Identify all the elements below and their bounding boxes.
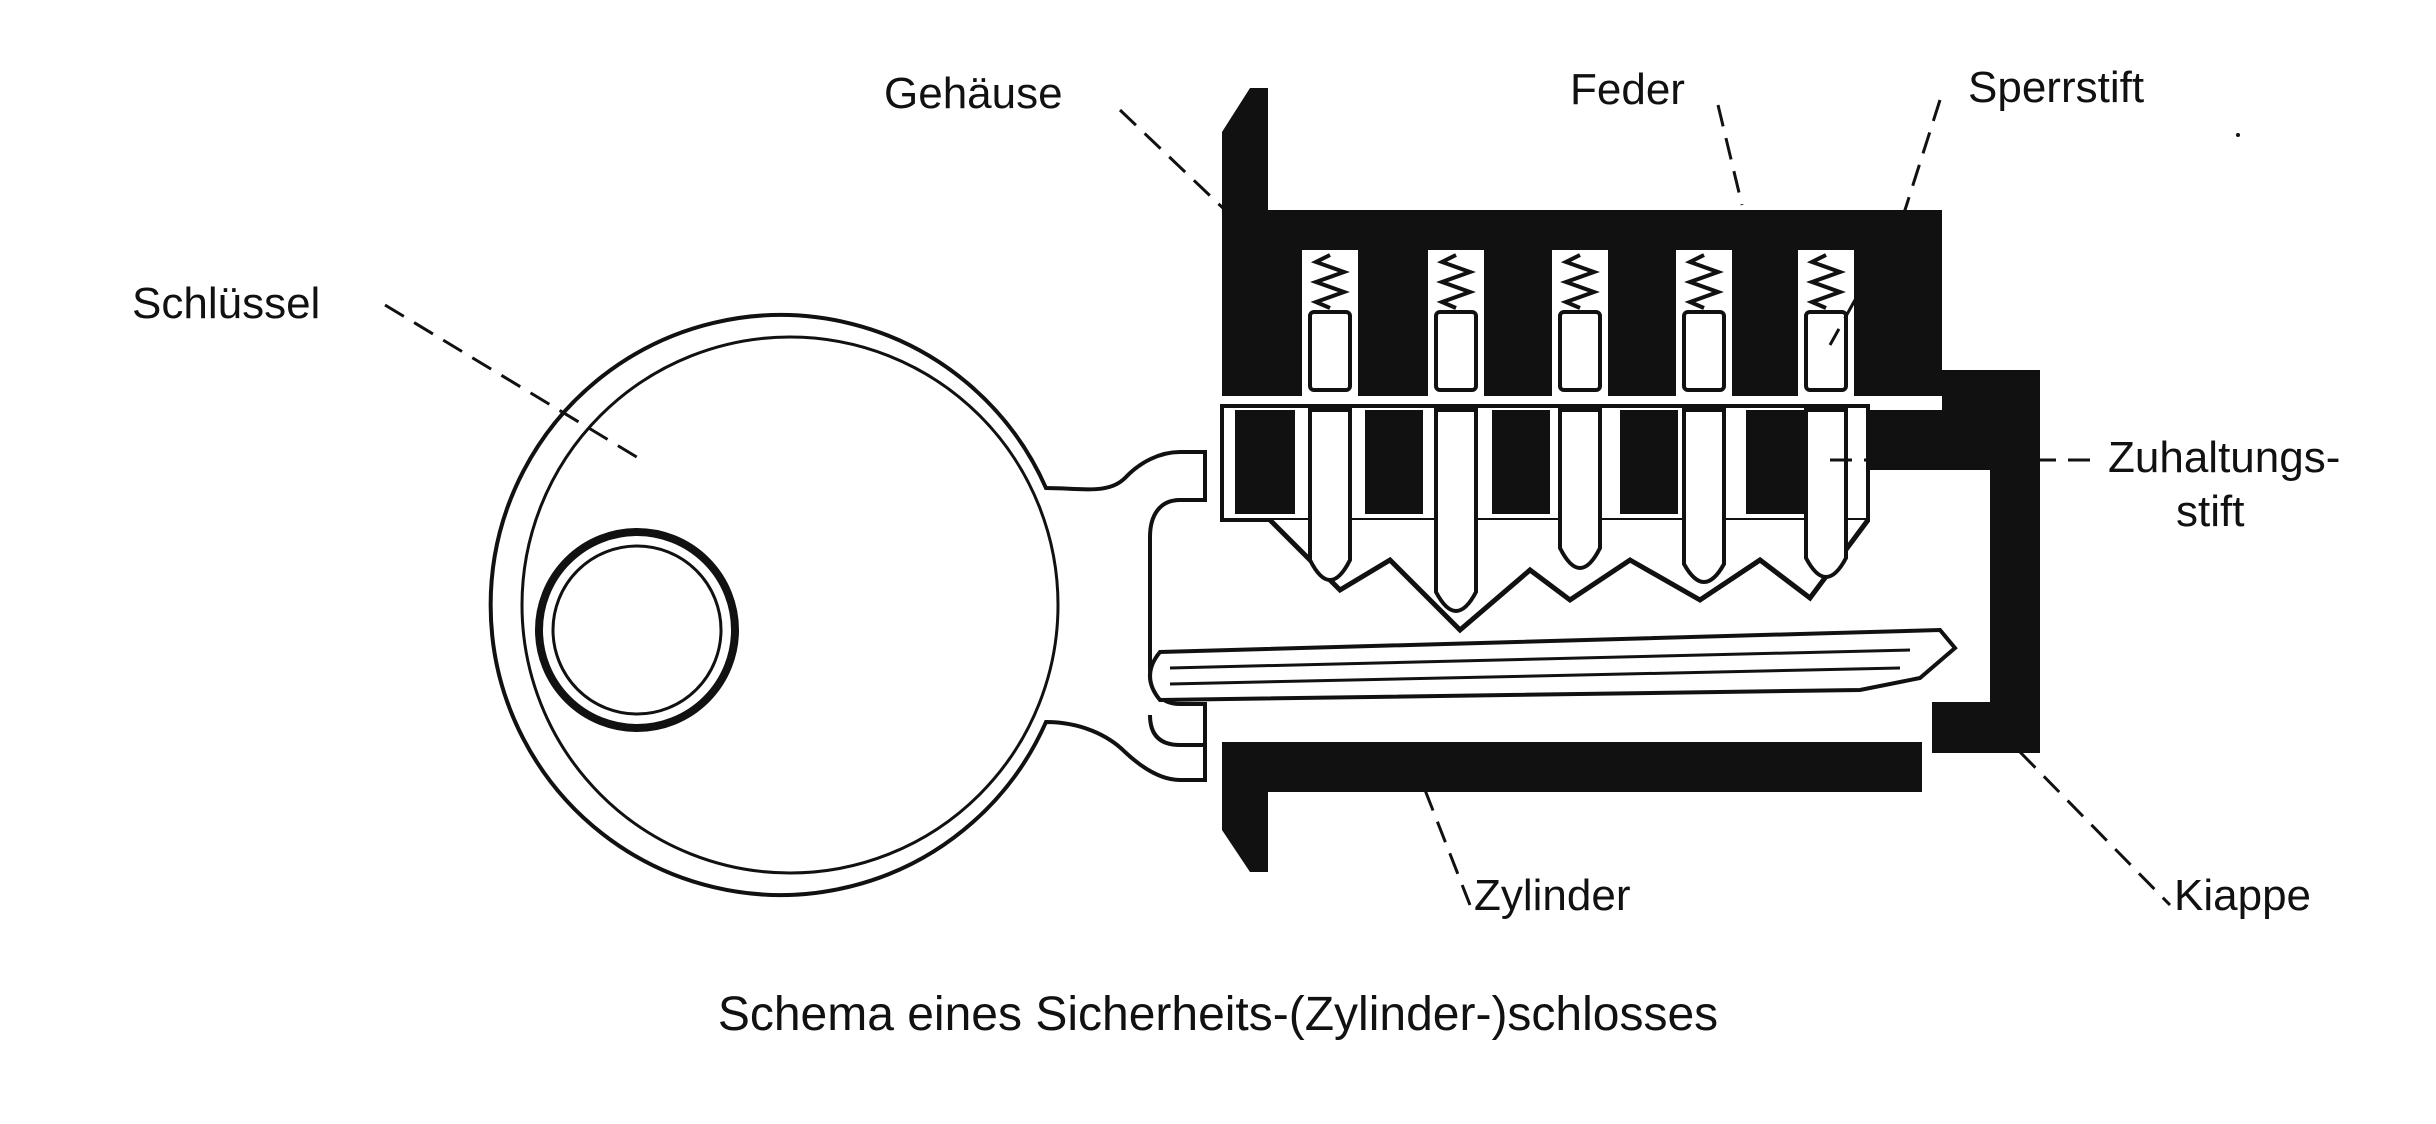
driver-pin-2 [1434, 310, 1478, 392]
leader-klappe [2018, 750, 2172, 907]
label-gehaeuse: Gehäuse [884, 69, 1063, 118]
driver-pin-1 [1308, 310, 1352, 392]
key-pin-5 [1804, 408, 1848, 579]
leader-schluessel [384, 303, 646, 464]
key-pin-3 [1558, 408, 1602, 570]
spring-2 [1436, 253, 1476, 310]
label-schluessel: Schlüssel [132, 279, 320, 328]
key-bow [488, 313, 1207, 897]
scan-speck [2236, 133, 2240, 137]
spring-1 [1310, 253, 1350, 310]
housing-right-plate [1870, 370, 2040, 752]
key-pin-1 [1308, 408, 1352, 582]
leader-gehaeuse [1118, 108, 1227, 212]
key-blade-body [1148, 627, 1958, 703]
leader-sperrstift [1903, 99, 1942, 211]
key-blade-groove-2 [1169, 666, 1901, 686]
key-blade [1148, 627, 1958, 703]
key-bow-inner-ring [520, 335, 1060, 875]
labels: Gehäuse Feder Sperrstift Schlüssel Zuhal… [132, 63, 2340, 920]
label-feder: Feder [1570, 65, 1685, 114]
flap [1932, 705, 2040, 753]
housing-flange-top [1222, 88, 1268, 210]
key-neck-lower [1148, 714, 1205, 747]
driver-pin-3 [1558, 310, 1602, 392]
leader-lines [384, 99, 2172, 907]
key-blade-groove-1 [1169, 648, 1911, 670]
label-sperrstift: Sperrstift [1968, 63, 2144, 112]
label-zuhaltungsstift-2: stift [2176, 487, 2244, 536]
driver-pin-4 [1682, 310, 1726, 392]
springs [1310, 253, 1846, 310]
leader-zylinder [1423, 789, 1472, 906]
plug-black-3 [1492, 410, 1550, 514]
key [488, 313, 1207, 897]
plug-black-2 [1365, 410, 1423, 514]
key-pin-2 [1434, 408, 1478, 613]
key-pin-4 [1682, 408, 1726, 584]
label-zuhaltungsstift-1: Zuhaltungs- [2108, 433, 2340, 482]
leader-sperrstift-inner [1828, 209, 1907, 346]
leader-feder [1716, 104, 1744, 206]
driver-pin-5 [1804, 310, 1848, 392]
housing-bottom-bar [1222, 742, 1922, 792]
spring-3 [1560, 253, 1600, 310]
plug-black-4 [1620, 410, 1678, 514]
driver-pins [1308, 310, 1848, 392]
spring-5 [1806, 253, 1846, 310]
diagram-caption: Schema eines Sicherheits-(Zylinder-)schl… [718, 988, 1718, 1041]
plug-black-1 [1235, 410, 1295, 514]
key-pins [1308, 408, 1848, 613]
label-zylinder: Zylinder [1474, 871, 1631, 920]
label-klappe: Kiappe [2174, 871, 2311, 920]
spring-4 [1684, 253, 1724, 310]
plug-black-5 [1746, 410, 1806, 514]
key-hole-inner [551, 544, 723, 716]
